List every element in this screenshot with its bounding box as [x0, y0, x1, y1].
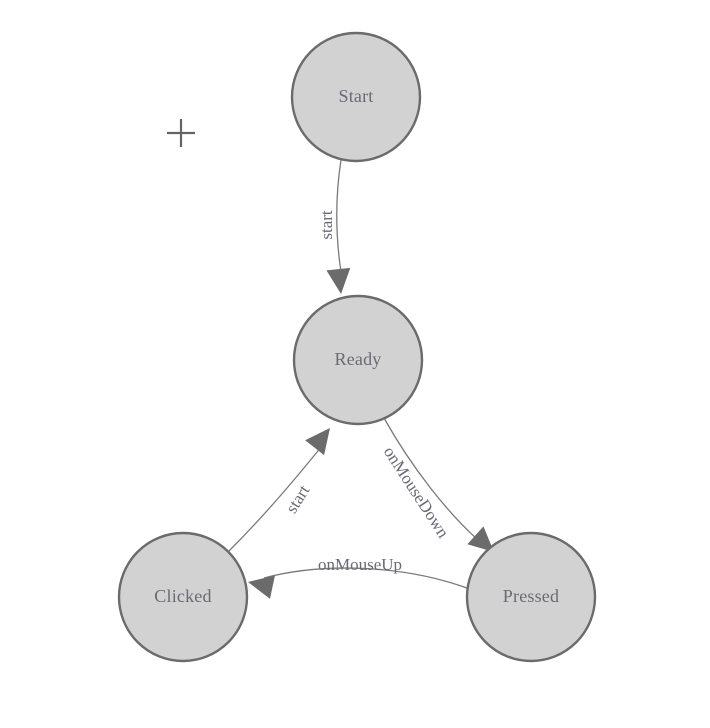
edge-line [336, 159, 342, 273]
node-label-pressed: Pressed [503, 586, 559, 606]
arrow-head-icon [305, 428, 330, 456]
node-circle-start[interactable] [290, 31, 422, 163]
edge-label-ready-to-pressed: onMouseDown [380, 443, 453, 542]
node-circle-pressed[interactable] [465, 531, 597, 663]
edge-clicked-to-ready[interactable]: start [228, 421, 339, 552]
edge-line [263, 567, 468, 589]
edge-label-pressed-to-clicked: onMouseUp [318, 555, 402, 574]
markers-layer [167, 119, 195, 147]
edge-label-clicked-to-ready: start [282, 481, 314, 516]
node-label-ready: Ready [335, 349, 382, 369]
arrow-head-icon [467, 526, 494, 552]
node-circle-ready[interactable] [292, 294, 424, 426]
node-label-clicked: Clicked [154, 586, 211, 606]
node-ready[interactable]: Ready [292, 294, 424, 426]
node-pressed[interactable]: Pressed [465, 531, 597, 663]
arrow-head-icon [248, 575, 275, 599]
plus-marker[interactable] [167, 119, 195, 147]
edge-pressed-to-clicked[interactable]: onMouseUp [246, 555, 468, 599]
node-start[interactable]: Start [290, 31, 422, 163]
node-circle-clicked[interactable] [117, 531, 249, 663]
node-label-start: Start [339, 86, 374, 106]
edge-start-to-ready[interactable]: start [317, 159, 353, 295]
arrow-head-icon [326, 267, 351, 294]
edge-label-start-to-ready: start [317, 210, 336, 240]
node-clicked[interactable]: Clicked [117, 531, 249, 663]
edge-line [228, 445, 323, 552]
edge-ready-to-pressed[interactable]: onMouseDown [380, 417, 502, 561]
edge-line [383, 417, 479, 541]
